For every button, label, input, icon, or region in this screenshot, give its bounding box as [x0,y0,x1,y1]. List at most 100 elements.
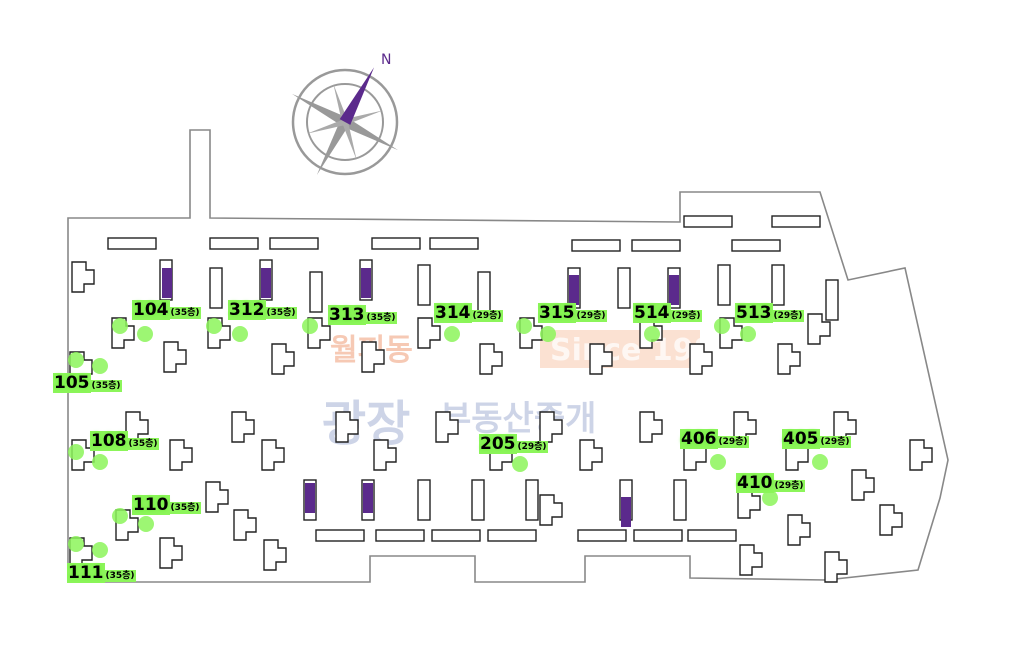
location-marker [206,318,222,334]
highlighted-unit [569,275,579,305]
building-footprint [689,343,713,375]
location-marker [68,352,84,368]
building-footprint [371,237,421,250]
building-footprint [807,313,831,345]
location-marker [112,318,128,334]
compass-icon: N [291,52,399,176]
building-footprint [525,479,539,521]
building-footprint [107,237,157,250]
highlighted-unit [669,275,679,305]
location-marker [516,318,532,334]
building-footprint [633,529,683,542]
building-footprint [879,504,903,536]
svg-text:광장: 광장 [322,396,410,452]
building-footprints [68,215,933,583]
building-label-314[interactable]: 314(29층) [434,303,503,323]
svg-text:부동산중개: 부동산중개 [440,399,596,439]
location-marker [540,326,556,342]
building-footprint [417,317,441,349]
building-footprint [71,261,95,293]
building-footprint [577,529,627,542]
building-label-315[interactable]: 315(29층) [538,303,607,323]
building-footprint [824,551,848,583]
building-footprint [717,264,731,306]
building-footprint [777,343,801,375]
building-footprint [315,529,365,542]
building-label-514[interactable]: 514(29층) [633,303,702,323]
building-label-205[interactable]: 205(29층) [479,434,548,454]
highlighted-unit [261,268,271,298]
building-footprint [271,343,295,375]
building-label-406[interactable]: 406(29층) [680,429,749,449]
building-footprint [209,267,223,309]
building-label-105[interactable]: 105(35층) [53,373,122,393]
building-label-110[interactable]: 110(35층) [132,495,201,515]
building-footprint [233,509,257,541]
building-footprint [435,411,459,443]
location-marker [112,508,128,524]
building-footprint [687,529,737,542]
north-label: N [381,52,391,68]
building-footprint [739,544,763,576]
location-marker [812,454,828,470]
building-footprint [417,479,431,521]
building-label-108[interactable]: 108(35층) [90,431,159,451]
building-label-104[interactable]: 104(35층) [132,300,201,320]
building-label-313[interactable]: 313(35층) [328,305,397,325]
highlighted-unit [361,268,371,298]
building-footprint [431,529,481,542]
location-marker [92,454,108,470]
building-footprint [169,439,193,471]
building-footprint [825,279,839,321]
highlighted-unit [363,483,373,513]
location-marker [138,516,154,532]
building-footprint [335,411,359,443]
building-footprint [909,439,933,471]
location-marker [762,490,778,506]
building-footprint [673,479,687,521]
building-footprint [269,237,319,250]
building-label-111[interactable]: 111(35층) [67,563,136,583]
location-marker [68,444,84,460]
building-footprint [579,439,603,471]
building-footprint [771,264,785,306]
location-marker [644,326,660,342]
building-footprint [639,411,663,443]
location-marker [92,358,108,374]
building-label-312[interactable]: 312(35층) [228,300,297,320]
building-footprint [487,529,537,542]
building-footprint [309,271,323,313]
building-footprint [787,514,811,546]
building-footprint [231,411,255,443]
location-marker [232,326,248,342]
highlighted-unit [305,483,315,513]
location-marker [714,318,730,334]
building-footprint [361,341,385,373]
location-marker [92,542,108,558]
building-label-410[interactable]: 410(29층) [736,473,805,493]
building-footprint [159,537,183,569]
highlighted-unit [162,268,172,298]
building-footprint [479,343,503,375]
location-marker [444,326,460,342]
building-footprint [263,539,287,571]
location-marker [710,454,726,470]
building-footprint [771,215,821,228]
building-label-405[interactable]: 405(29층) [782,429,851,449]
building-footprint [261,439,285,471]
building-footprint [373,439,397,471]
building-footprint [631,239,681,252]
building-footprint [209,237,259,250]
building-footprint [617,267,631,309]
building-footprint [471,479,485,521]
building-footprint [539,494,563,526]
site-boundary [67,129,949,583]
building-label-513[interactable]: 513(29층) [735,303,804,323]
building-footprint [731,239,781,252]
location-marker [68,536,84,552]
location-marker [740,326,756,342]
location-marker [302,318,318,334]
building-footprint [429,237,479,250]
location-marker [512,456,528,472]
